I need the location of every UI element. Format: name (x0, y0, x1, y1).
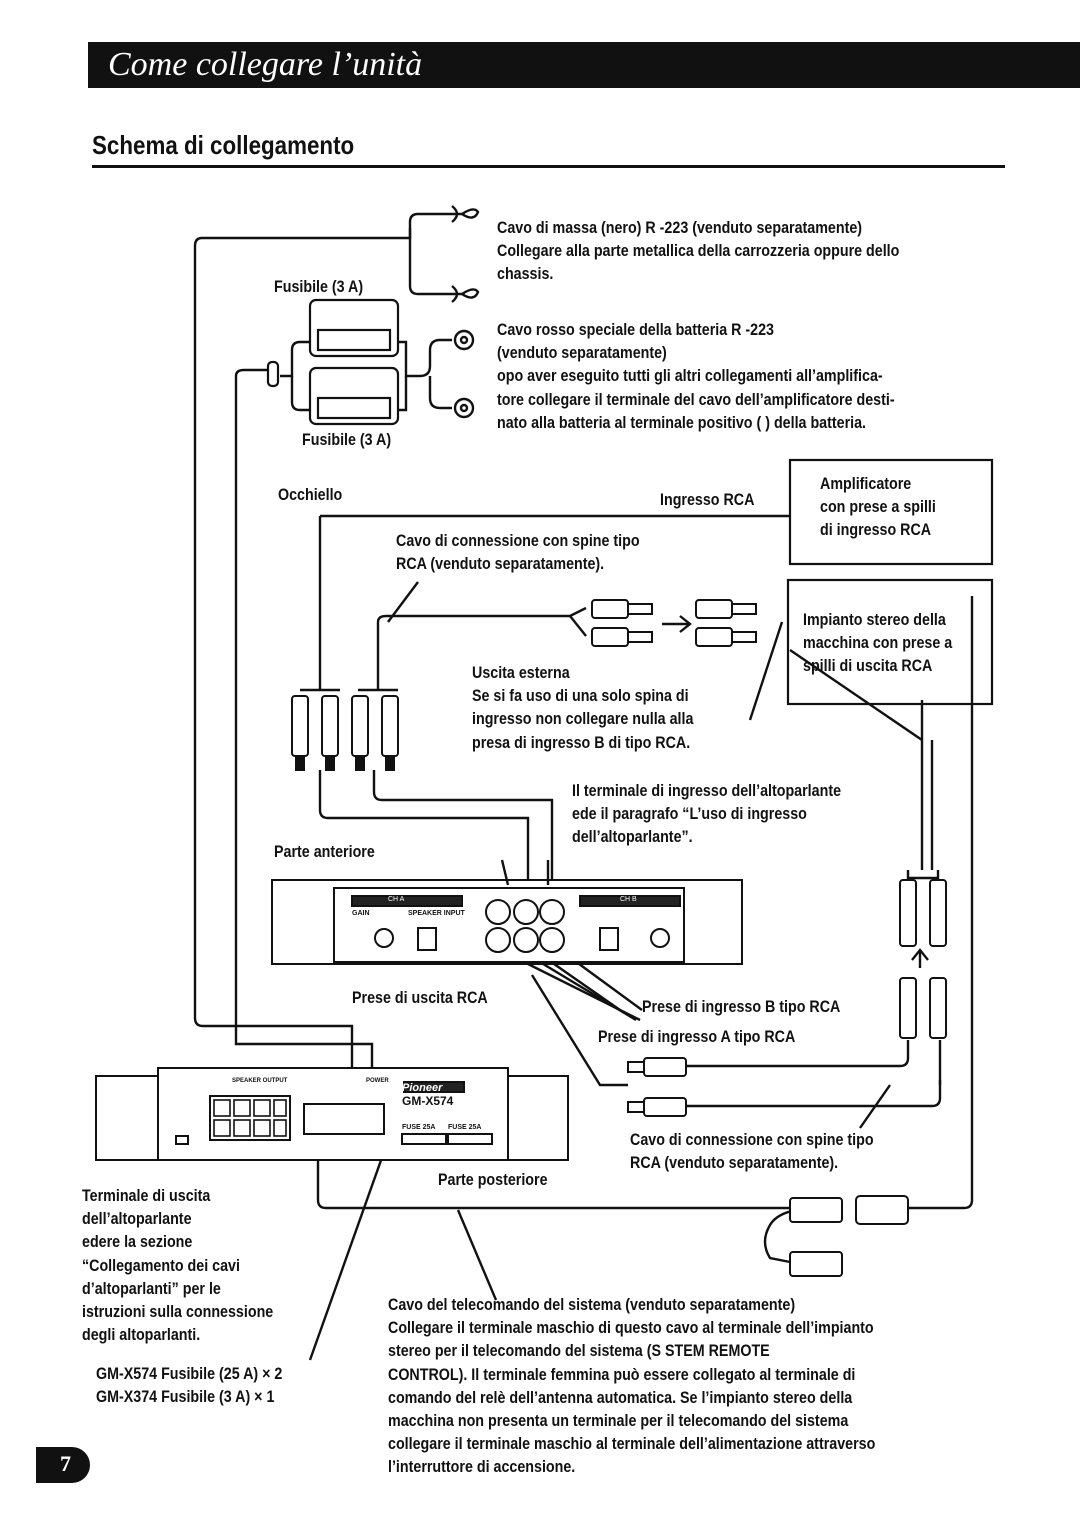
amp-model-name: GM-X574 (402, 1094, 454, 1108)
header-bar (88, 42, 1080, 88)
amp-speaker-input-label: SPEAKER INPUT (408, 910, 465, 917)
amp-fuse-left-label: FUSE 25A (402, 1124, 436, 1131)
fuse-models-list: GM-X574 Fusibile (25 A) × 2 GM-X374 Fusi… (96, 1364, 283, 1407)
amp-gain-label: GAIN (352, 910, 370, 917)
remote-cable-description: Cavo del telecomando del sistema (vendut… (388, 1295, 876, 1477)
front-side-label: Parte anteriore (274, 842, 375, 861)
rca-cable-bottom-label: Cavo di connessione con spine tipo RCA (… (630, 1130, 874, 1173)
battery-wire-description: Cavo rosso speciale della batteria R -22… (497, 320, 895, 432)
section-title: Schema di collegamento (92, 130, 355, 160)
section-divider (92, 165, 1005, 168)
amp-speaker-output-label: SPEAKER OUTPUT (232, 1078, 288, 1084)
speaker-input-note: Il terminale di ingresso dell’altoparlan… (572, 781, 842, 847)
grommet-label: Occhiello (278, 485, 343, 504)
fuse-label-top: Fusibile (3 A) (274, 277, 364, 296)
amplifier-box-label: Amplificatore con prese a spilli di ingr… (820, 474, 936, 540)
rear-side-label: Parte posteriore (438, 1170, 548, 1189)
rca-output-jacks-label: Prese di uscita RCA (352, 988, 488, 1007)
speaker-output-note: Terminale di uscita dell’altoparlante ed… (82, 1186, 274, 1345)
amp-brand-logo: Pioneer (402, 1082, 443, 1094)
page-number-badge (36, 1447, 90, 1483)
stereo-box-label: Impianto stereo della macchina con prese… (803, 610, 953, 676)
rca-cable-top-label: Cavo di connessione con spine tipo RCA (… (396, 531, 640, 574)
rca-input-b-label: Prese di ingresso B tipo RCA (642, 997, 841, 1016)
external-output-note: Uscita esterna Se si fa uso di una solo … (472, 663, 694, 752)
rca-input-a-label: Prese di ingresso A tipo RCA (598, 1027, 796, 1046)
amp-power-label: POWER (366, 1078, 389, 1084)
amp-fuse-right-label: FUSE 25A (448, 1124, 482, 1131)
amp-ch-a-label: CH A (388, 896, 405, 903)
ground-wire-description: Cavo di massa (nero) R -223 (venduto sep… (497, 218, 900, 284)
page-number: 7 (60, 1451, 71, 1476)
fuse-label-bottom: Fusibile (3 A) (302, 430, 392, 449)
rca-input-label: Ingresso RCA (660, 490, 755, 509)
amp-ch-b-label: CH B (620, 896, 637, 903)
page-header-title: Come collegare l’unità (108, 46, 423, 83)
